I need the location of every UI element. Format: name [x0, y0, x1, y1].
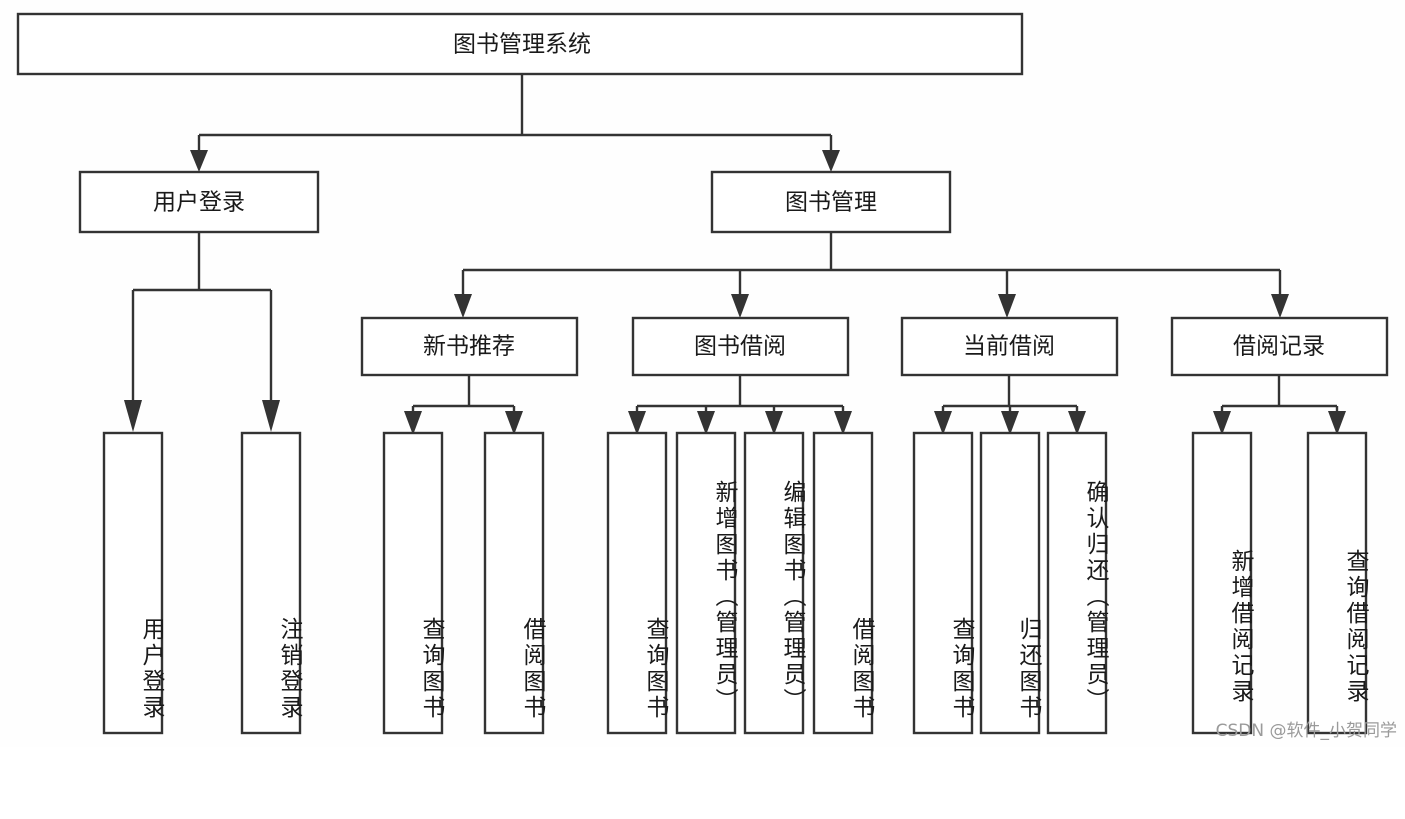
leaf-add-book-box[interactable]	[675, 431, 737, 735]
node-root-label: 图书管理系统	[453, 32, 591, 58]
arrowhead-leaf-query-record	[1328, 411, 1346, 435]
tree-diagram-svg: 图书管理系统 用户登录 图书管理 新书推荐 图书借阅 当前借阅 借阅记录	[16, 12, 1389, 735]
leaf-add-record-box[interactable]	[1191, 431, 1253, 735]
node-book-manage-label: 图书管理	[785, 190, 877, 216]
node-book-borrow[interactable]: 图书借阅	[631, 316, 850, 377]
leaf-boxes-group	[102, 431, 1368, 735]
node-current-borrow[interactable]: 当前借阅	[900, 316, 1119, 377]
arrowhead-leaf-add-book	[697, 411, 715, 435]
node-new-book-recommend-box[interactable]	[360, 316, 579, 377]
arrowhead-leaf-query-book-2	[628, 411, 646, 435]
arrowhead-book-borrow	[731, 294, 749, 318]
arrowhead-book-manage	[822, 150, 840, 172]
node-borrow-record-box[interactable]	[1170, 316, 1389, 377]
connectors-group	[124, 74, 1346, 435]
arrowhead-leaf-borrow-book-2	[834, 411, 852, 435]
node-book-borrow-label: 图书借阅	[694, 334, 786, 360]
csdn-watermark: CSDN @软件_小贺同学	[1215, 721, 1397, 741]
arrowhead-leaf-logout-login	[262, 400, 280, 432]
node-book-borrow-box[interactable]	[631, 316, 850, 377]
arrowhead-leaf-borrow-book-1	[505, 411, 523, 435]
arrowhead-borrow-record	[1271, 294, 1289, 318]
leaf-query-book-1-box[interactable]	[382, 431, 444, 735]
diagram-canvas: 图书管理系统 用户登录 图书管理 新书推荐 图书借阅 当前借阅 借阅记录	[16, 12, 1397, 741]
node-user-login-box[interactable]	[78, 170, 320, 234]
leaf-edit-book-box[interactable]	[743, 431, 805, 735]
leaf-confirm-return-box[interactable]	[1046, 431, 1108, 735]
leaf-logout-login-box[interactable]	[240, 431, 302, 735]
leaf-query-book-3-box[interactable]	[912, 431, 974, 735]
node-user-login[interactable]: 用户登录	[78, 170, 320, 234]
leaf-borrow-book-2-box[interactable]	[812, 431, 874, 735]
arrowhead-leaf-confirm-return	[1068, 411, 1086, 435]
node-current-borrow-label: 当前借阅	[963, 334, 1055, 360]
node-book-manage[interactable]: 图书管理	[710, 170, 952, 234]
leaf-query-record-box[interactable]	[1306, 431, 1368, 735]
arrowhead-current-borrow	[998, 294, 1016, 318]
node-root-box[interactable]	[16, 12, 1024, 76]
node-root[interactable]: 图书管理系统	[16, 12, 1024, 76]
node-user-login-label: 用户登录	[153, 190, 245, 216]
arrowhead-leaf-query-book-3	[934, 411, 952, 435]
node-borrow-record-label: 借阅记录	[1233, 334, 1325, 360]
node-book-manage-box[interactable]	[710, 170, 952, 234]
arrowhead-leaf-add-record	[1213, 411, 1231, 435]
arrowhead-leaf-query-book-1	[404, 411, 422, 435]
leaf-query-book-2-box[interactable]	[606, 431, 668, 735]
node-new-book-recommend-label: 新书推荐	[423, 334, 515, 360]
arrowhead-leaf-edit-book	[765, 411, 783, 435]
leaf-return-book-box[interactable]	[979, 431, 1041, 735]
node-new-book-recommend[interactable]: 新书推荐	[360, 316, 579, 377]
leaf-borrow-book-1-box[interactable]	[483, 431, 545, 735]
arrowhead-new-book-recommend	[454, 294, 472, 318]
arrowhead-leaf-user-login	[124, 400, 142, 432]
arrowhead-user-login	[190, 150, 208, 172]
leaf-user-login-box[interactable]	[102, 431, 164, 735]
arrowhead-leaf-return-book	[1001, 411, 1019, 435]
node-current-borrow-box[interactable]	[900, 316, 1119, 377]
node-borrow-record[interactable]: 借阅记录	[1170, 316, 1389, 377]
